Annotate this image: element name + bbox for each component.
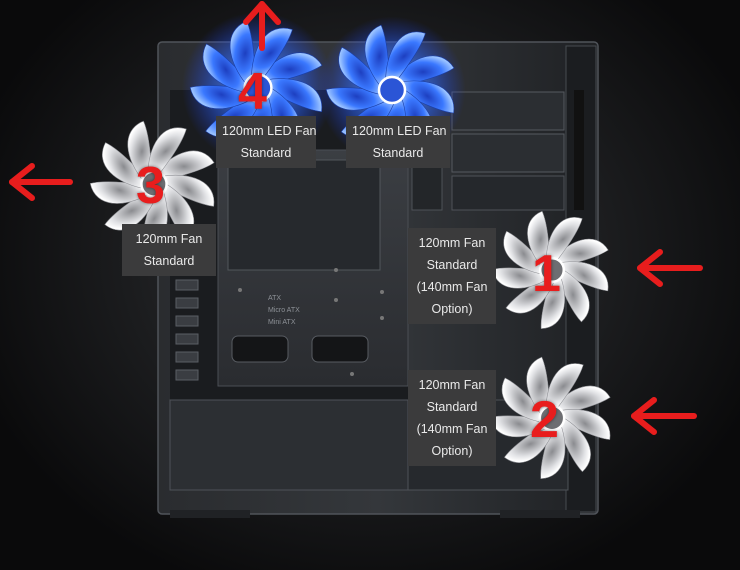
fan-1-icon <box>492 210 609 329</box>
arrow-exhaust-left-icon <box>9 163 73 201</box>
fan-4-label-line: 120mm LED Fan <box>222 124 317 138</box>
fan-3-label-line: Standard <box>143 254 195 268</box>
fan-5-label-line: Standard <box>372 146 424 160</box>
fan-4-label-line: Standard <box>240 146 292 160</box>
arrow-intake-1-icon <box>637 249 703 287</box>
arrow-exhaust-top-icon <box>243 1 281 51</box>
fan-3-number: 3 <box>136 157 165 215</box>
fan-4-number: 4 <box>238 63 267 121</box>
fan-1-number: 1 <box>532 245 561 303</box>
fan-1-label-line: Standard <box>426 258 478 272</box>
case-marking-mini-atx: Mini ATX <box>268 319 296 326</box>
fan-2-label: 120mm Fan Standard (140mm Fan Option) <box>408 370 496 466</box>
case-marking-atx: ATX <box>268 295 281 302</box>
fan-2-label-line: Standard <box>426 400 478 414</box>
fan-2-icon <box>489 356 611 479</box>
fan-5-label: 120mm LED Fan Standard <box>346 116 450 168</box>
case-marking-micro-atx: Micro ATX <box>268 307 300 314</box>
fan-1-label-line: (140mm Fan <box>416 280 488 294</box>
fan-3-label-line: 120mm Fan <box>135 232 203 246</box>
fan-2-number: 2 <box>530 391 559 449</box>
fan-2-label-line: 120mm Fan <box>418 378 486 392</box>
arrow-intake-2-icon <box>631 397 697 435</box>
fan-1-label-line: Option) <box>431 302 473 316</box>
fan-2-label-line: Option) <box>431 444 473 458</box>
fan-2-label-line: (140mm Fan <box>416 422 488 436</box>
fan-1-label: 120mm Fan Standard (140mm Fan Option) <box>408 228 496 324</box>
fan-5-label-line: 120mm LED Fan <box>352 124 447 138</box>
airflow-arrows <box>9 1 703 435</box>
fan-4-label: 120mm LED Fan Standard <box>216 116 316 168</box>
fan-1-label-line: 120mm Fan <box>418 236 486 250</box>
fan-3-label: 120mm Fan Standard <box>122 224 216 276</box>
